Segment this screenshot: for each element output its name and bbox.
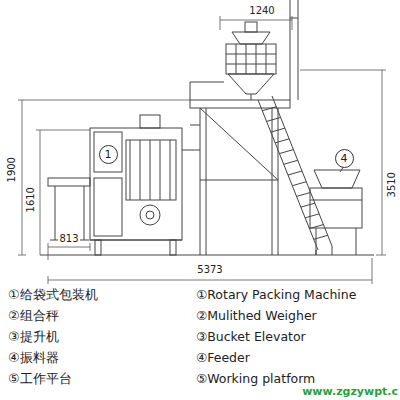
legend-item: ②Mulithed Weigher	[196, 309, 317, 323]
callout-circle: 4	[335, 149, 354, 168]
callout-number: 4	[341, 152, 348, 165]
multihead-weigher	[226, 22, 276, 100]
ladder-rung	[292, 182, 306, 186]
ladder-rung	[262, 107, 276, 111]
ladder-rung	[275, 139, 289, 143]
legend-item: ③提升机	[8, 330, 59, 345]
ladder-rung	[279, 150, 293, 154]
legend-item: ④振料器	[8, 351, 59, 366]
dimension: 1900	[6, 156, 18, 183]
rotary-packing-machine	[90, 115, 182, 255]
legend-item: ⑤工作平台	[8, 372, 72, 387]
dimension: 813	[58, 233, 79, 245]
feeder	[310, 166, 362, 255]
legend-item: ②组合秤	[8, 309, 59, 324]
legend-item: ①Rotary Packing Machine	[196, 288, 356, 302]
callout-circle: 1	[99, 145, 118, 164]
ladder-rung	[267, 117, 281, 121]
working-platform	[182, 82, 290, 255]
ladder-rung	[284, 160, 298, 164]
dimension: 1610	[25, 186, 37, 213]
ladder-rung	[297, 192, 311, 196]
ladder-rung	[288, 171, 302, 175]
dimension: 3510	[386, 171, 398, 198]
legend-item: ③Bucket Elevator	[196, 330, 306, 344]
callout-number: 1	[105, 148, 112, 161]
dimension: 1240	[248, 5, 275, 17]
legend-item: ①给袋式包装机	[8, 288, 98, 303]
dimension: 5373	[196, 264, 223, 276]
ladder-rung	[305, 214, 319, 218]
legend-item: ⑤Working platform	[196, 372, 315, 386]
watermark: www.zgzywpt.c	[302, 386, 398, 399]
ground-line	[40, 255, 374, 256]
legend-item: ④Feeder	[196, 351, 250, 365]
ladder-rung	[271, 128, 285, 132]
ladder-rung	[301, 203, 315, 207]
dimension-lines	[18, 16, 386, 284]
outfeed-conveyor	[48, 178, 90, 240]
bucket-elevator	[258, 0, 332, 255]
